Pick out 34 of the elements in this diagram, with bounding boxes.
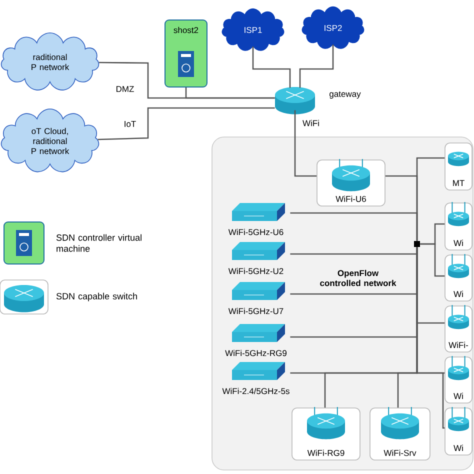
edge-label: DMZ [114, 85, 136, 93]
network-cloud: ISP1 [222, 8, 284, 51]
network-cloud: ISP2 [302, 6, 364, 49]
router-box: MT [444, 142, 472, 190]
connector-line [420, 243, 445, 277]
connector-line [98, 107, 275, 140]
connector-line [290, 212, 418, 241]
device-label: WiFi-5GHz-U2 [228, 268, 284, 274]
router-box: WiFi- [444, 304, 472, 352]
router-box: Wi [444, 356, 472, 404]
node-caption: gateway [330, 91, 361, 99]
connector-line [299, 44, 334, 88]
connector-line [294, 110, 317, 177]
device-label: WiFi-5GHz-RG9 [225, 350, 287, 356]
device-label: WiFi-5GHz-U7 [228, 308, 284, 314]
junction-square [414, 241, 420, 247]
connector-line [252, 46, 291, 88]
network-cloud: raditional P network [0, 32, 100, 90]
legend-text: SDN capable switch [56, 292, 137, 302]
router-box: WiFi-U6 [316, 158, 386, 206]
router-box: WiFi-Srv [370, 406, 430, 460]
device-label: WiFi-2.4/5GHz-5s [222, 388, 290, 394]
edge-label: IoT [122, 120, 138, 128]
connector-line [185, 88, 275, 99]
network-cloud: oT Cloud, raditional P network [0, 108, 100, 172]
server-box: shost2 [164, 20, 208, 88]
router-box: Wi [444, 202, 472, 250]
edge-label: WiFi [302, 118, 320, 128]
connector-line [397, 247, 418, 408]
router-box: Wi [444, 406, 472, 456]
device-label: WiFi-5GHz-U6 [228, 228, 284, 236]
legend-text: SDN controller virtual machine [56, 234, 142, 252]
router-box: Wi [444, 254, 472, 302]
router-box: WiFi-RG9 [292, 406, 360, 460]
